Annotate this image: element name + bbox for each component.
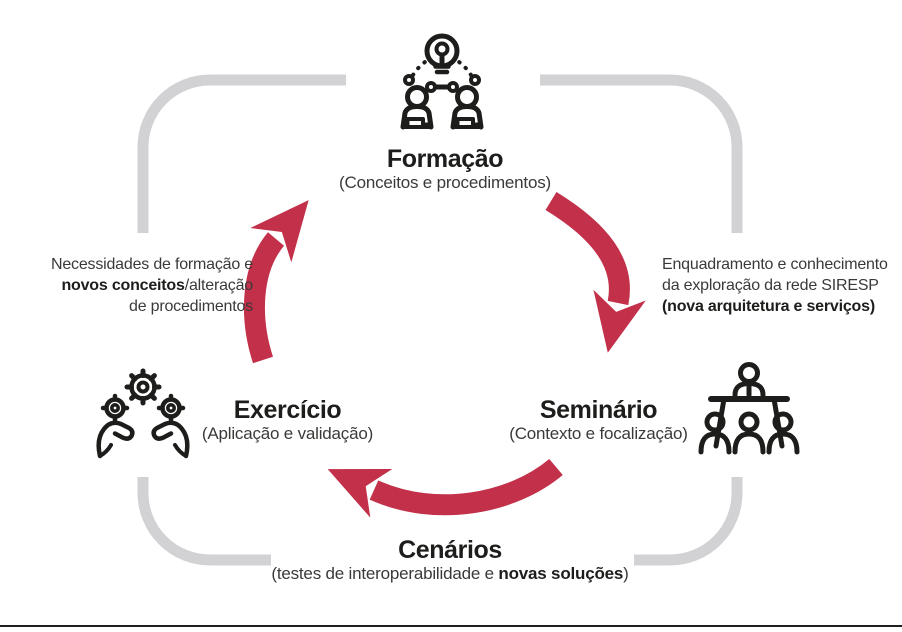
cenarios-subtitle-prefix: (testes de interoperabilidade e <box>271 564 499 583</box>
exercicio-subtitle: (Aplicação e validação) <box>201 424 374 443</box>
cenarios-subtitle: (testes de interoperabilidade e novas so… <box>250 564 650 584</box>
annotation-left: Necessidades de formação e novos conceit… <box>35 254 253 317</box>
arrow-exercicio-to-formacao <box>243 200 309 364</box>
cenarios-subtitle-bold: novas soluções <box>498 564 624 583</box>
presenter-podium-audience-icon <box>698 362 800 455</box>
annotation-left-line1: Necessidades de formação e <box>50 256 253 273</box>
annotation-left-line2: novos conceitos/alteração <box>35 275 253 296</box>
exercicio-title: Exercício <box>233 396 342 424</box>
cenarios-subtitle-suffix: ) <box>623 564 629 583</box>
arrow-formacao-to-seminario <box>545 192 646 353</box>
cenarios-title: Cenários <box>398 536 502 564</box>
arrow-seminario-to-exercicio <box>327 458 563 518</box>
loop-top-left-segment <box>137 74 346 233</box>
annotation-right-line3-bold: (nova arquitetura e serviços) <box>662 298 875 315</box>
node-seminario: Seminário (Contexto e focalização) <box>496 397 701 444</box>
annotation-right-line1: Enquadramento e conhecimento <box>662 256 888 273</box>
node-formacao: Formação (Conceitos e procedimentos) <box>290 146 600 193</box>
annotation-right-line3: (nova arquitetura e serviços) <box>662 296 902 317</box>
hands-holding-gears-icon <box>96 368 190 459</box>
node-cenarios: Cenários (testes de interoperabilidade e… <box>250 537 650 584</box>
seminario-title: Seminário <box>539 396 658 424</box>
seminario-subtitle: (Contexto e focalização) <box>509 424 688 443</box>
loop-bottom-right-segment <box>634 477 743 566</box>
loop-top-right-segment <box>540 74 743 233</box>
annotation-right-line2: da exploração da rede SIRESP <box>662 277 879 294</box>
annotation-left-line2-rest: /alteração <box>184 277 253 294</box>
annotation-left-line2-bold: novos conceitos <box>61 277 185 294</box>
annotation-right: Enquadramento e conhecimento da exploraç… <box>662 254 902 317</box>
formacao-title: Formação <box>386 145 504 173</box>
formacao-subtitle: (Conceitos e procedimentos) <box>339 173 551 192</box>
node-exercicio: Exercício (Aplicação e validação) <box>185 397 390 444</box>
annotation-left-line3: de procedimentos <box>129 298 253 315</box>
people-sharing-idea-icon <box>400 33 484 130</box>
bottom-rule <box>0 625 902 627</box>
loop-bottom-left-segment <box>137 477 271 566</box>
